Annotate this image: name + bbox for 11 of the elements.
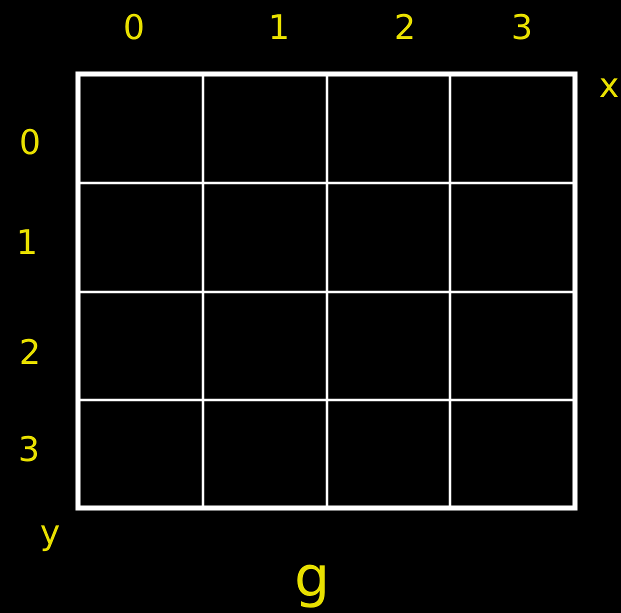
index-label: 1 — [268, 11, 290, 45]
axis-label: y — [40, 516, 60, 550]
grid-name: g — [294, 550, 330, 606]
index-label: 0 — [19, 126, 41, 160]
index-label: 3 — [18, 433, 40, 467]
axis-label: x — [598, 69, 620, 103]
index-label: 1 — [16, 226, 38, 260]
index-label: 3 — [511, 11, 533, 45]
index-label: 2 — [19, 336, 41, 370]
index-label: 2 — [394, 11, 416, 45]
index-label: 0 — [123, 11, 145, 45]
